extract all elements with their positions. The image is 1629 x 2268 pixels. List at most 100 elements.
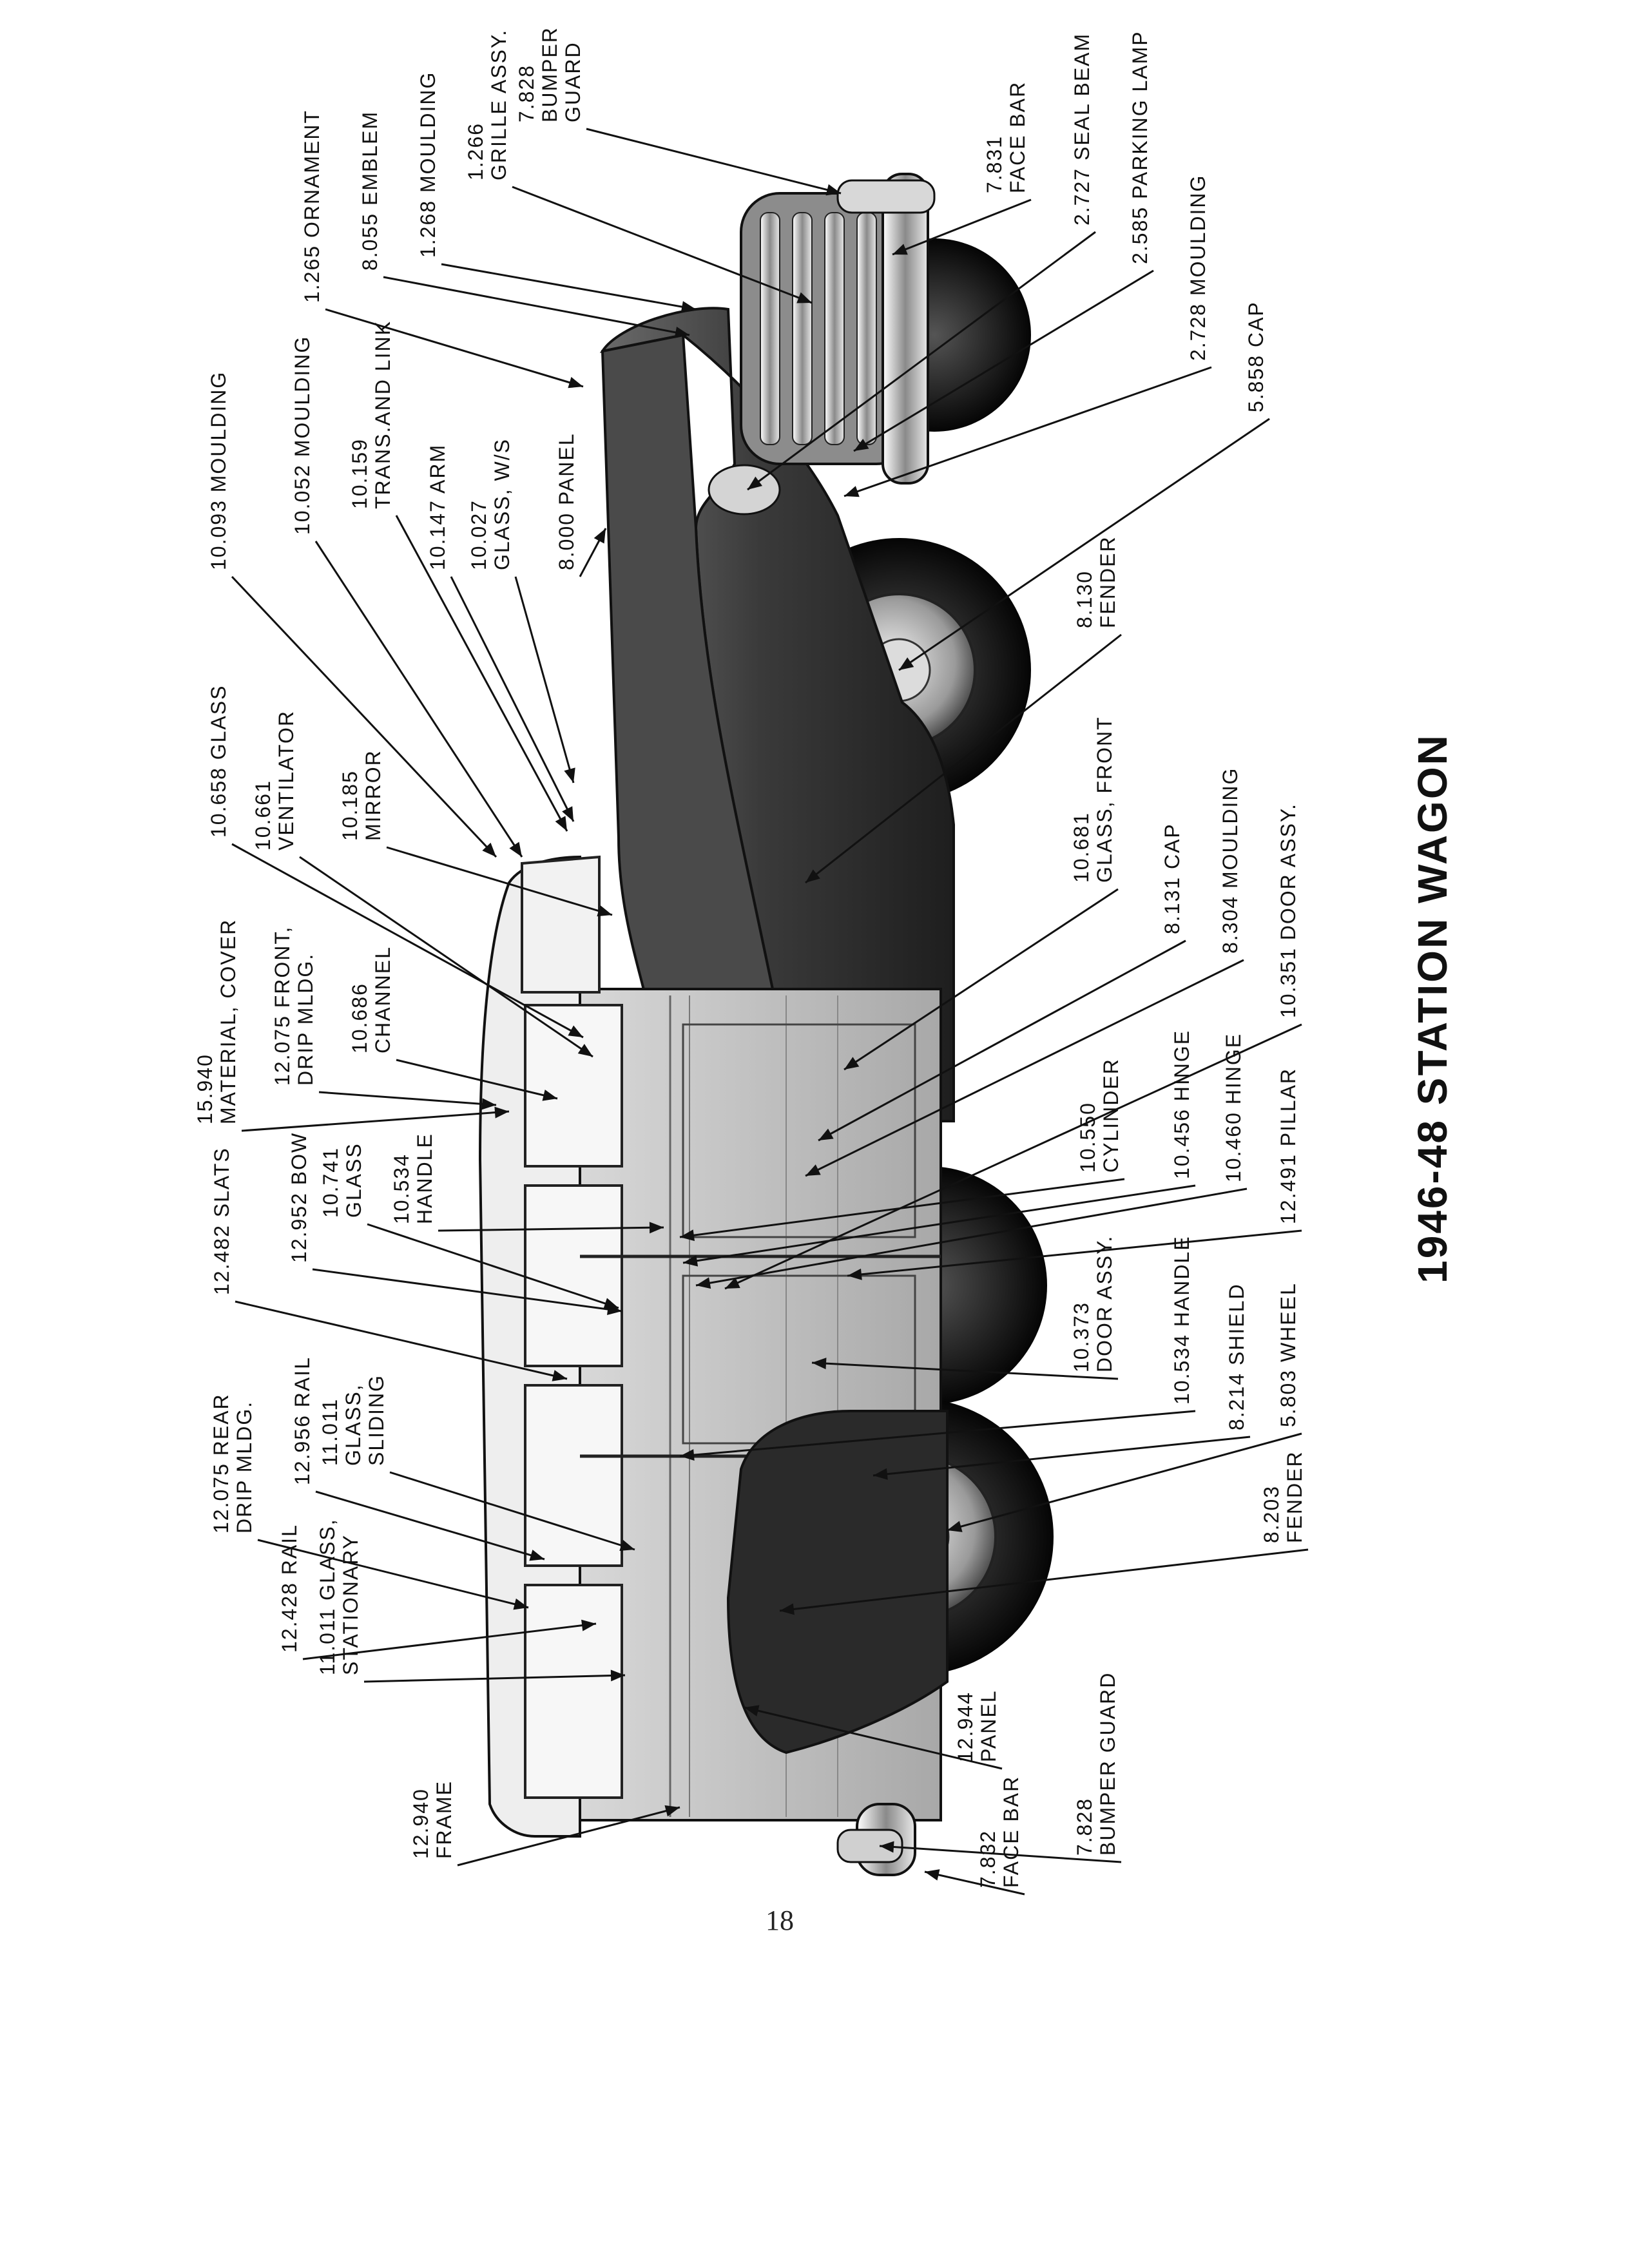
label-hinge-10460: 10.460 HINGE — [1222, 1033, 1245, 1182]
leader-cylinder-10550 — [679, 1178, 1125, 1238]
leader-bumper-guard-7828-front — [586, 128, 842, 195]
leader-cap-8131 — [818, 939, 1186, 1142]
label-line: 12.075 REAR — [209, 1393, 233, 1533]
label-line: FACE BAR — [1006, 81, 1029, 193]
front-bumper-guard — [836, 179, 936, 214]
leader-trans-link-10159 — [395, 515, 568, 832]
arrowhead-glass-10658 — [568, 1025, 583, 1037]
label-line: 10.661 — [251, 780, 275, 850]
label-line: MATERIAL, COVER — [217, 919, 240, 1124]
label-pillar-12491: 12.491 PILLAR — [1277, 1068, 1300, 1224]
arrowhead-parking-lamp-2585 — [854, 438, 869, 451]
label-line: 12.940 — [409, 1788, 432, 1859]
label-line: DRIP MLDG. — [294, 953, 317, 1086]
arrowhead-pillar-12491 — [847, 1268, 862, 1280]
label-line: GLASS, — [342, 1383, 365, 1466]
label-line: BUMPER — [538, 26, 561, 122]
label-line: 8.000 PANEL — [555, 432, 578, 570]
label-line: 10.658 GLASS — [207, 685, 230, 838]
leader-face-bar-7831 — [892, 198, 1032, 256]
label-line: 10.460 HINGE — [1222, 1033, 1245, 1182]
label-bow-12952: 12.952 BOW — [287, 1132, 311, 1263]
label-line: CHANNEL — [371, 946, 394, 1053]
arrowhead-handle-10534-front — [649, 1222, 664, 1234]
arrowhead-glass-10741 — [603, 1298, 619, 1309]
leader-glass-10741 — [367, 1223, 619, 1309]
label-line: 12.491 PILLAR — [1277, 1068, 1300, 1224]
label-door-assy-10351: 10.351 DOOR ASSY. — [1277, 803, 1300, 1018]
arrowhead-glass-front-10681 — [844, 1057, 860, 1070]
leader-moulding-10093 — [231, 575, 497, 858]
leader-lines — [231, 128, 1309, 1896]
label-glass-10658: 10.658 GLASS — [207, 685, 230, 838]
rear-fender — [726, 1410, 949, 1754]
label-line: 2.728 MOULDING — [1186, 175, 1210, 361]
arrowhead-ventilator-10661 — [577, 1044, 593, 1057]
arrowhead-cap-8131 — [818, 1128, 834, 1140]
label-line: 10.373 — [1070, 1302, 1093, 1372]
label-line: MIRROR — [361, 749, 385, 841]
leader-front-drip-mldg-12075 — [318, 1091, 497, 1106]
page-number: 18 — [766, 1905, 794, 1936]
leader-hinge-10456 — [682, 1184, 1196, 1264]
leader-moulding-2728 — [843, 366, 1212, 497]
label-line: 8.304 MOULDING — [1219, 767, 1242, 954]
arrowhead-fender-8203 — [780, 1603, 795, 1615]
label-line: 8.214 SHIELD — [1225, 1283, 1248, 1430]
arrowhead-panel-8000 — [593, 528, 606, 544]
label-line: DOOR ASSY. — [1093, 1235, 1116, 1372]
label-line: 10.681 — [1070, 812, 1093, 883]
label-line: 10.456 HINGE — [1170, 1030, 1193, 1179]
arrowhead-door-assy-10373 — [812, 1358, 827, 1370]
label-line: 8.055 EMBLEM — [358, 111, 381, 271]
leader-moulding-1268 — [441, 263, 697, 311]
leader-rail-12428 — [302, 1622, 597, 1660]
leader-moulding-8304 — [805, 959, 1244, 1177]
arrowhead-seal-beam-2727 — [747, 476, 763, 490]
arrowhead-cylinder-10550 — [680, 1229, 695, 1242]
label-line: 5.803 WHEEL — [1277, 1282, 1300, 1427]
label-line: 1.265 ORNAMENT — [300, 110, 323, 303]
arrowhead-grille-1266 — [796, 292, 812, 303]
arrowhead-handle-10534-rear — [680, 1449, 695, 1461]
leader-emblem-8055 — [383, 276, 690, 336]
label-parking-lamp-2585: 2.585 PARKING LAMP — [1128, 30, 1152, 264]
label-slats-12482: 12.482 SLATS — [210, 1147, 233, 1295]
arrowhead-glass-stationary-11011 — [610, 1669, 625, 1682]
leader-door-assy-10351 — [724, 1023, 1302, 1290]
arrowhead-slats-12482 — [552, 1370, 567, 1381]
arrowhead-glass-ws-10027 — [564, 767, 575, 783]
label-line: VENTILATOR — [275, 710, 298, 850]
label-line: PANEL — [977, 1689, 1000, 1762]
label-shield-8214: 8.214 SHIELD — [1225, 1283, 1248, 1430]
label-line: GRILLE ASSY. — [487, 29, 510, 180]
leader-channel-10686 — [396, 1059, 558, 1100]
arrowhead-fender-8130 — [805, 869, 820, 883]
label-line: STATIONARY — [339, 1534, 362, 1675]
label-line: 10.686 — [348, 983, 371, 1053]
label-emblem-8055: 8.055 EMBLEM — [358, 111, 381, 271]
label-line: TRANS.AND LINK — [371, 320, 394, 509]
label-line: 1.266 — [464, 122, 487, 180]
label-line: 8.203 — [1260, 1485, 1283, 1543]
label-line: 10.185 — [338, 770, 361, 841]
label-line: GLASS, W/S — [490, 438, 514, 570]
leader-handle-10534-rear — [679, 1410, 1196, 1457]
label-line: BUMPER GUARD — [1096, 1672, 1119, 1856]
label-line: 15.940 — [193, 1053, 217, 1124]
leader-shield-8214 — [872, 1436, 1251, 1477]
label-line: 7.828 — [515, 64, 538, 122]
label-line: FENDER — [1096, 535, 1119, 628]
label-line: 11.011 GLASS, — [316, 1518, 339, 1675]
label-handle-10534-rear: 10.534 HANDLE — [1170, 1235, 1193, 1405]
label-line: DRIP MLDG. — [233, 1401, 256, 1533]
arrowhead-panel-12944 — [744, 1705, 760, 1716]
leader-mirror-10185 — [386, 846, 613, 916]
label-line: 7.831 — [983, 135, 1006, 193]
